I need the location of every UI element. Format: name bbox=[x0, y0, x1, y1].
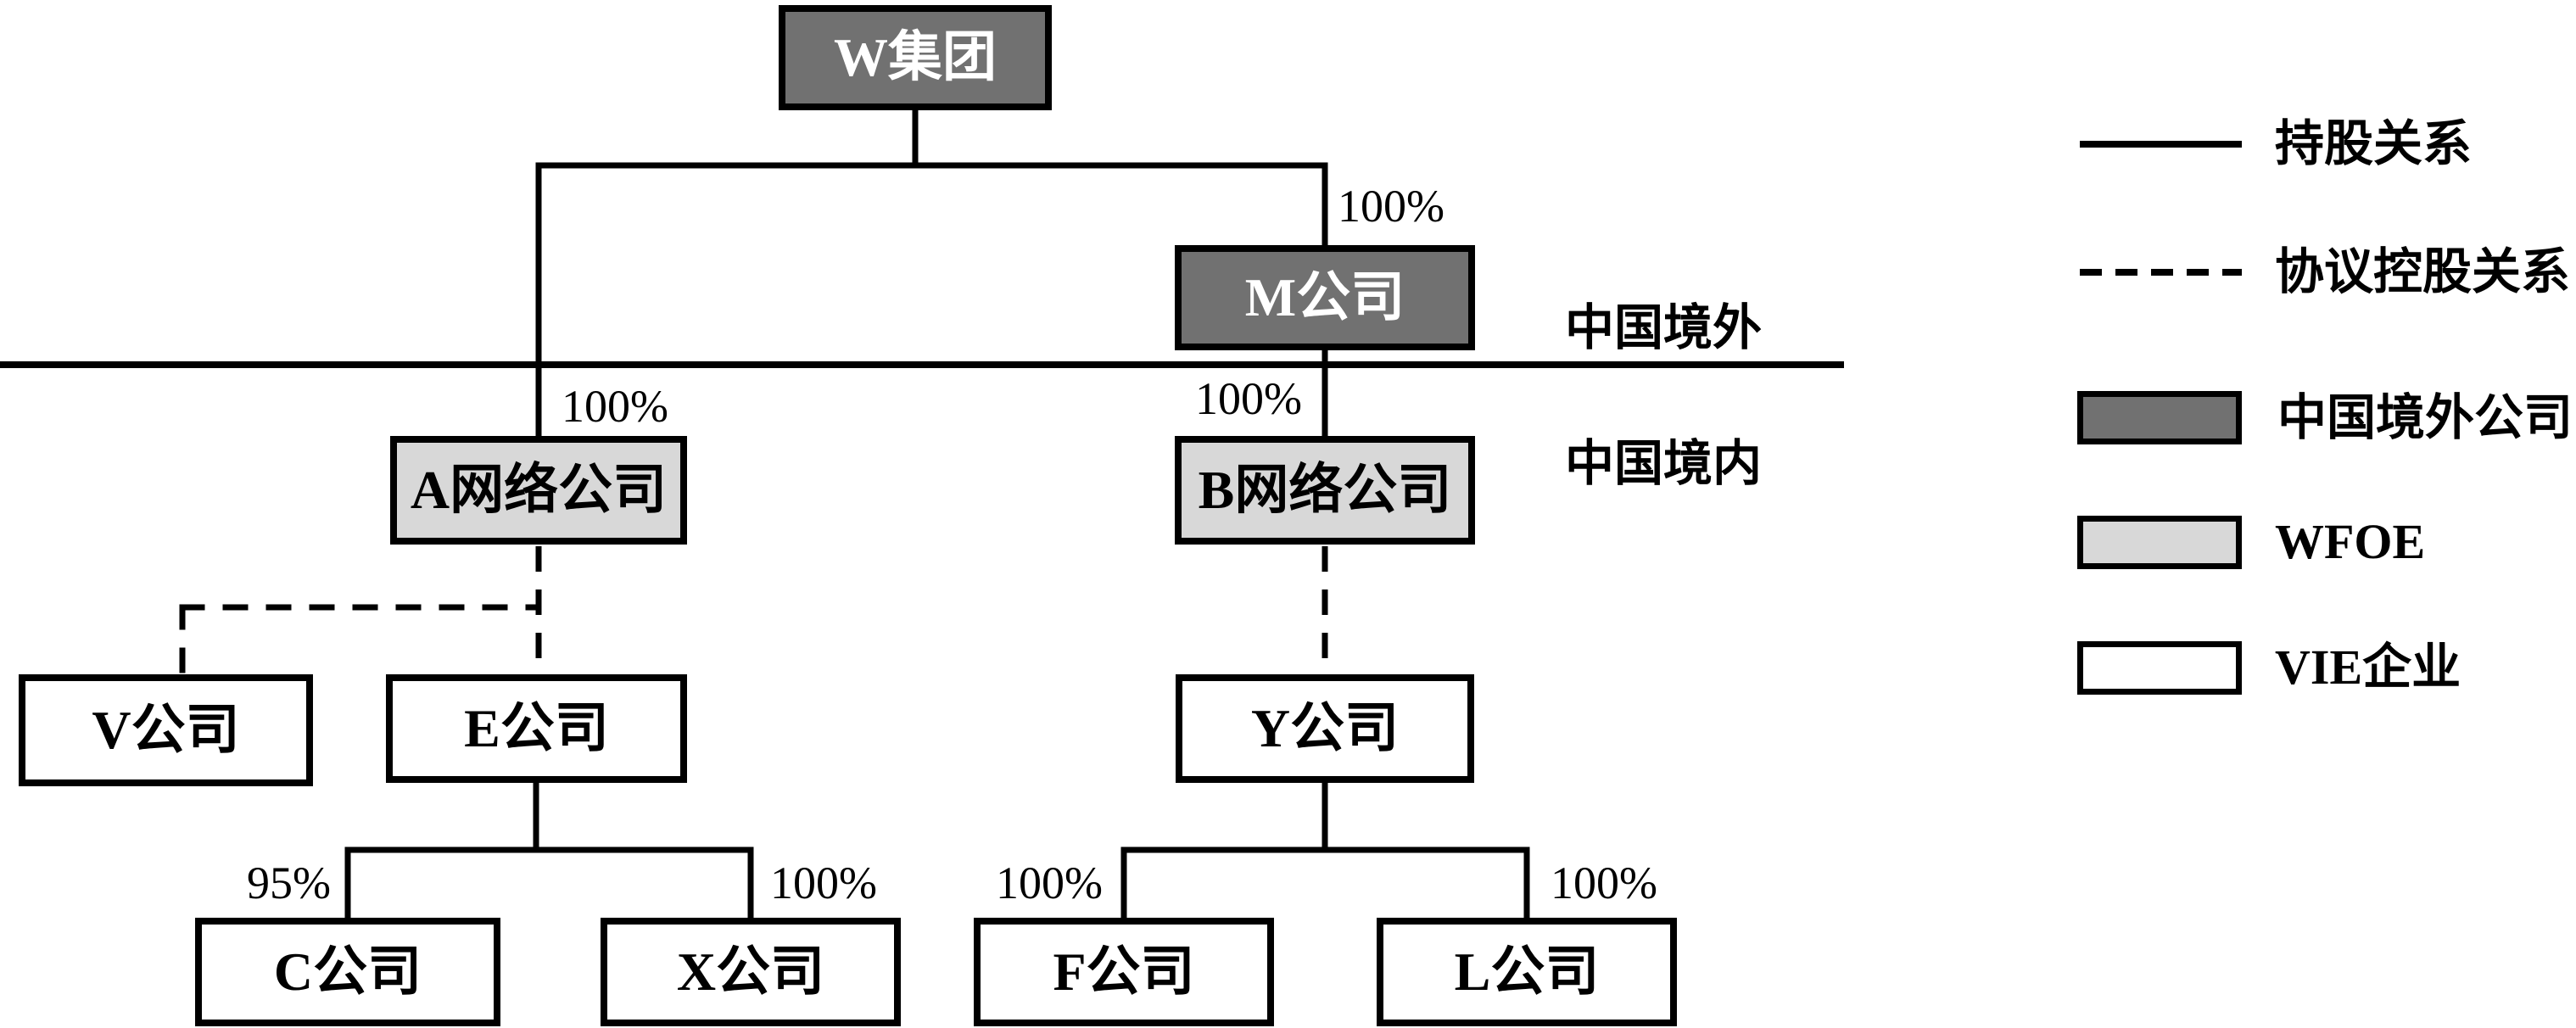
node-b-network-company: B网络公司 bbox=[1175, 436, 1475, 545]
node-c-company: C公司 bbox=[195, 918, 500, 1026]
ownership-label-y-to-l: 100% bbox=[1551, 858, 1657, 908]
legend-label-wfoe: WFOE bbox=[2275, 514, 2426, 569]
region-label-onshore: 中国境内 bbox=[1565, 436, 1763, 491]
ownership-label-e-to-c: 95% bbox=[247, 858, 331, 908]
legend-label-vie: VIE企业 bbox=[2275, 640, 2461, 695]
node-y-company: Y公司 bbox=[1176, 674, 1474, 783]
ownership-label-m-to-b: 100% bbox=[1195, 373, 1302, 424]
legend-swatch-wfoe bbox=[2077, 516, 2242, 569]
node-l-company: L公司 bbox=[1377, 918, 1677, 1026]
legend-label-contractual-control: 协议控股关系 bbox=[2275, 244, 2571, 299]
node-f-company: F公司 bbox=[974, 918, 1274, 1026]
ownership-label-w-to-m: 100% bbox=[1338, 181, 1444, 232]
node-a-network-company: A网络公司 bbox=[390, 436, 687, 545]
region-label-offshore: 中国境外 bbox=[1565, 300, 1763, 355]
ownership-label-w-to-a: 100% bbox=[562, 381, 668, 432]
node-e-company: E公司 bbox=[386, 674, 687, 783]
legend-label-shareholding: 持股关系 bbox=[2275, 116, 2473, 171]
legend-swatch-offshore-company bbox=[2077, 391, 2242, 444]
ownership-label-e-to-x: 100% bbox=[770, 858, 877, 908]
legend-label-offshore-company: 中国境外公司 bbox=[2277, 390, 2573, 445]
legend-swatch-vie bbox=[2077, 641, 2242, 695]
node-m-company: M公司 bbox=[1175, 245, 1475, 350]
node-x-company: X公司 bbox=[601, 918, 901, 1026]
node-w-group: W集团 bbox=[779, 5, 1052, 110]
ownership-label-y-to-f: 100% bbox=[996, 858, 1103, 908]
node-v-company: V公司 bbox=[19, 674, 313, 786]
